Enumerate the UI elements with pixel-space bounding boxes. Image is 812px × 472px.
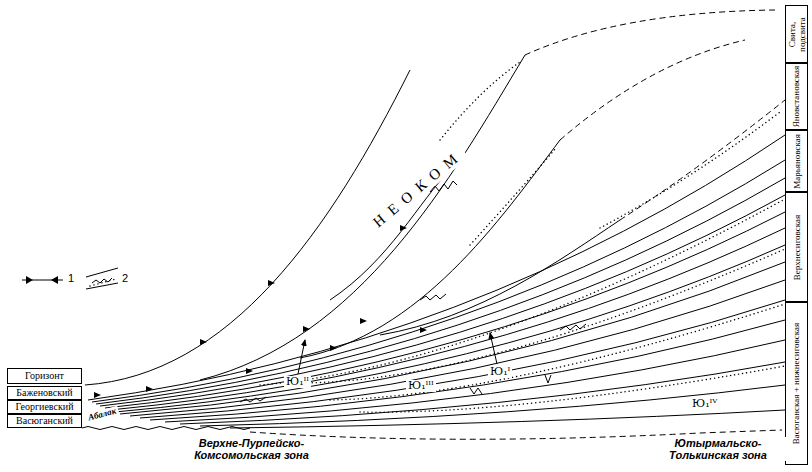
interfingering (420, 294, 446, 300)
horizon-cell: Георгиевский (7, 400, 82, 414)
layer-boundaries (88, 135, 785, 400)
boundary-triangles (94, 225, 427, 398)
layer-boundaries (96, 178, 785, 404)
sandstone-dots (600, 112, 780, 228)
cell-text: Васюганский (8, 415, 81, 427)
sandstone-dots (260, 199, 785, 385)
boundary-triangles (330, 345, 337, 351)
boundary-triangles (146, 386, 153, 392)
legend-symbols (86, 268, 118, 277)
cell-text: Верхнесиговская (786, 193, 807, 301)
leader-arrows (490, 333, 497, 364)
legend-label: 1 (68, 272, 74, 285)
legend-symbols (51, 276, 58, 284)
formation-cell: Марьяновская (785, 130, 808, 192)
formation-cell: Верхнесиговская (785, 192, 808, 302)
interfingering (240, 181, 586, 402)
legend-symbols (90, 279, 116, 286)
boundary-triangles (268, 280, 275, 286)
cell-text: Георгиевский (8, 401, 81, 413)
sandstone-dots (260, 62, 785, 412)
cell-text: Яновстановская (786, 64, 807, 129)
formation-cell: Яновстановская (785, 63, 808, 130)
interfingering (560, 324, 586, 330)
boundary-triangles (246, 368, 253, 374)
base-unconformity (82, 427, 250, 430)
cell-text: Марьяновская (786, 131, 807, 191)
interfingering (470, 388, 482, 394)
layer-boundaries (130, 280, 785, 416)
bed-index: Ю₁ᴵᴵᴵ (406, 380, 436, 392)
neocomian-clinoforms (300, 140, 560, 358)
boundary-triangles (360, 318, 367, 324)
bed-index: Ю₁ᴵ (488, 366, 512, 378)
sandstone-dots (300, 249, 785, 383)
legend-symbols (86, 283, 118, 289)
boundary-triangles (303, 326, 310, 332)
neocomian-clinoforms (525, 10, 775, 55)
interfingering (240, 397, 266, 402)
layer-boundaries (110, 228, 785, 410)
cell-text: Васюганская + нижнесиговская (786, 303, 807, 464)
formation-cell: Васюганская + нижнесиговская (785, 302, 808, 465)
horizon-cell: Баженовский (7, 386, 82, 400)
cell-text: Горизонт (8, 369, 81, 383)
sandstone-dots (330, 304, 785, 400)
layer-boundaries (115, 245, 785, 412)
layer-boundaries (120, 262, 785, 414)
bed-index: Ю₁ᴵⱽ (690, 398, 719, 410)
neocomian-clinoforms (620, 100, 785, 220)
zone-name: Ютырмальско-Толькинская зона (650, 437, 786, 461)
neocomian-clinoforms (85, 10, 785, 385)
layer-boundaries (165, 340, 785, 422)
legend-label: 2 (122, 272, 128, 285)
leader-arrows (298, 340, 305, 374)
layer-boundaries (230, 410, 785, 428)
horizon-cell: Васюганский (7, 414, 82, 428)
boundary-triangles (420, 327, 427, 333)
cell-text: Баженовский (8, 387, 81, 399)
column-header: Свита, подсвита (785, 5, 808, 63)
legend-symbols (22, 268, 118, 289)
legend-symbols (26, 276, 33, 284)
table-header: Горизонт (7, 368, 82, 384)
interfingering (545, 375, 551, 383)
sandstone-dots (360, 366, 785, 412)
unit-name: Абалак (85, 406, 119, 424)
cell-text: Свита, подсвита (786, 6, 807, 62)
layer-boundaries (92, 160, 785, 402)
neocomian-clinoforms (380, 220, 620, 335)
boundary-triangles (200, 339, 207, 345)
neocomian-clinoforms (560, 40, 745, 140)
bed-index: Ю₁ᴵᴵ (284, 376, 311, 388)
boundary-triangles (400, 225, 407, 231)
zone-name: Верхне-Пурпейско-Комсомольская зона (172, 437, 331, 461)
layer-boundaries (200, 385, 785, 426)
neocomian-clinoforms (85, 70, 410, 385)
leader-arrows (298, 333, 497, 374)
neocomian-clinoforms (200, 55, 525, 380)
boundary-triangles (94, 392, 101, 398)
